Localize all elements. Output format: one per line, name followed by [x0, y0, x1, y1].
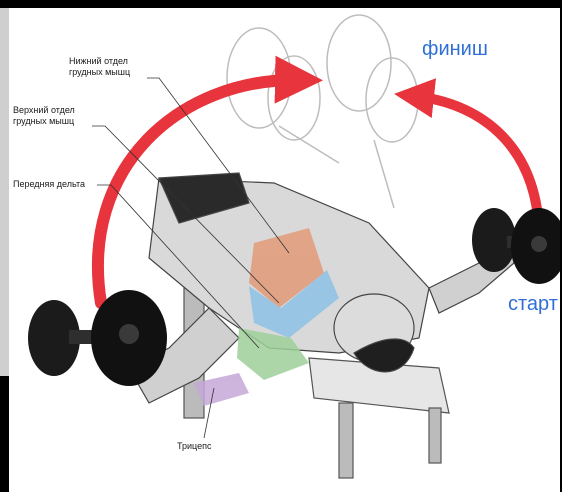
lower-chest-label: Нижний отдел грудных мышц	[69, 56, 130, 78]
upper-chest-label-line2: грудных мышц	[13, 116, 75, 127]
illustration-panel: Нижний отдел грудных мышц Верхний отдел …	[9, 8, 560, 492]
finish-dumbbells-icon	[227, 15, 418, 208]
lower-chest-label-line1: Нижний отдел	[69, 56, 130, 67]
lower-chest-label-line2: грудных мышц	[69, 67, 130, 78]
start-label: старт	[508, 293, 558, 316]
front-delt-label: Передняя дельта	[13, 179, 85, 190]
right-curved-arrow-icon	[414, 96, 539, 228]
exercise-illustration	[9, 8, 560, 492]
upper-chest-label-line1: Верхний отдел	[13, 105, 75, 116]
left-margin-strip	[0, 8, 9, 376]
finish-label: финиш	[422, 38, 488, 61]
triceps-label: Трицепс	[177, 441, 211, 452]
upper-chest-label: Верхний отдел грудных мышц	[13, 105, 75, 127]
